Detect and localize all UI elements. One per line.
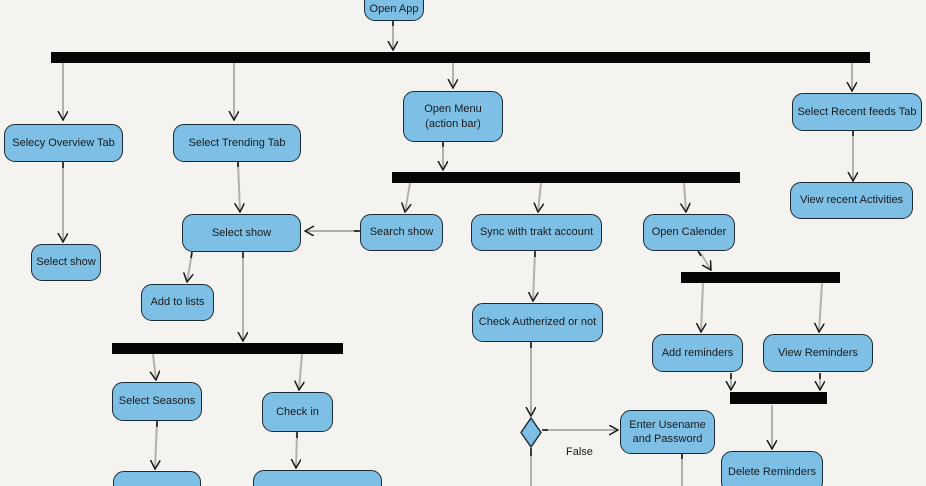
node-label: Open App [369, 2, 419, 15]
fork-bar-3 [112, 343, 343, 354]
node-label: Selecy Overview Tab [12, 136, 115, 149]
node-select-show: Select show [182, 214, 301, 252]
node-label: Search show [369, 226, 434, 239]
node-label: Enter Usename [629, 418, 706, 431]
node-search-show: Search show [360, 214, 443, 251]
node-bottom-partial-left [113, 471, 201, 486]
node-open-app: Open App [364, 0, 424, 21]
edge-stub [190, 251, 193, 259]
node-view-reminders: View Reminders [763, 334, 873, 372]
edge-sync-checkauth [533, 251, 535, 301]
fork-bar-1 [51, 52, 870, 63]
node-delete-reminders: Delete Reminders [721, 451, 823, 486]
decision-diamond [520, 416, 542, 449]
node-select-trending-tab: Select Trending Tab [173, 124, 301, 162]
node-label: View Reminders [778, 346, 858, 359]
node-enter-username-password: Enter Usename and Password [620, 410, 715, 454]
node-check-in: Check in [262, 392, 333, 432]
node-label: Select Recent feeds Tab [797, 105, 917, 118]
node-label: Select show [211, 226, 272, 239]
node-select-seasons: Select Seasons [112, 382, 202, 421]
edge-fork2-sync [538, 182, 541, 212]
node-label: Add to lists [150, 296, 205, 309]
node-select-show-left: Select show [31, 244, 101, 281]
edge-stub [697, 250, 702, 257]
edge-fork3-checkin [299, 353, 302, 390]
node-check-autherized-or-not: Check Autherized or not [472, 303, 603, 342]
node-open-menu: Open Menu (action bar) [403, 91, 503, 142]
node-add-reminders: Add reminders [652, 334, 743, 372]
edge-fork4-viewreminders [819, 282, 822, 332]
node-label: Open Calender [651, 226, 727, 239]
node-label: Sync with trakt account [479, 226, 594, 239]
node-selecy-overview-tab: Selecy Overview Tab [4, 124, 123, 162]
edge-trending-selectshow [238, 161, 240, 212]
node-label: Delete Reminders [727, 465, 817, 478]
false-branch-label: False [566, 446, 593, 458]
node-open-calender: Open Calender [643, 214, 735, 251]
node-label: Check Autherized or not [478, 316, 597, 329]
edge-fork2-searchshow [405, 182, 410, 212]
node-bottom-partial-mid [253, 470, 382, 486]
edge-checkin-down [296, 432, 297, 468]
edge-seasons-down [155, 421, 157, 469]
node-label: View recent Activities [799, 194, 904, 207]
node-sync-with-trakt-account: Sync with trakt account [471, 214, 602, 251]
edge-fork4-addreminders [701, 282, 703, 332]
edge-fork3-seasons [153, 353, 156, 380]
fork-bar-4 [681, 272, 840, 283]
node-label: Check in [276, 405, 319, 418]
node-label: (action bar) [425, 117, 481, 130]
node-label: Open Menu [424, 103, 482, 116]
node-label: Add reminders [661, 346, 734, 359]
fork-bar-5 [730, 392, 827, 404]
node-label: Select Trending Tab [188, 136, 286, 149]
node-label: and Password [632, 433, 703, 445]
node-label: Select show [36, 256, 96, 269]
fork-bar-2 [392, 172, 740, 183]
edge-fork2-calender [684, 182, 686, 212]
edge-calender-fork4 [699, 251, 712, 270]
node-add-to-lists: Add to lists [141, 284, 214, 321]
node-view-recent-activities: View recent Activities [790, 182, 913, 219]
node-select-recent-feeds-tab: Select Recent feeds Tab [792, 93, 922, 131]
node-label: Select Seasons [118, 395, 196, 408]
